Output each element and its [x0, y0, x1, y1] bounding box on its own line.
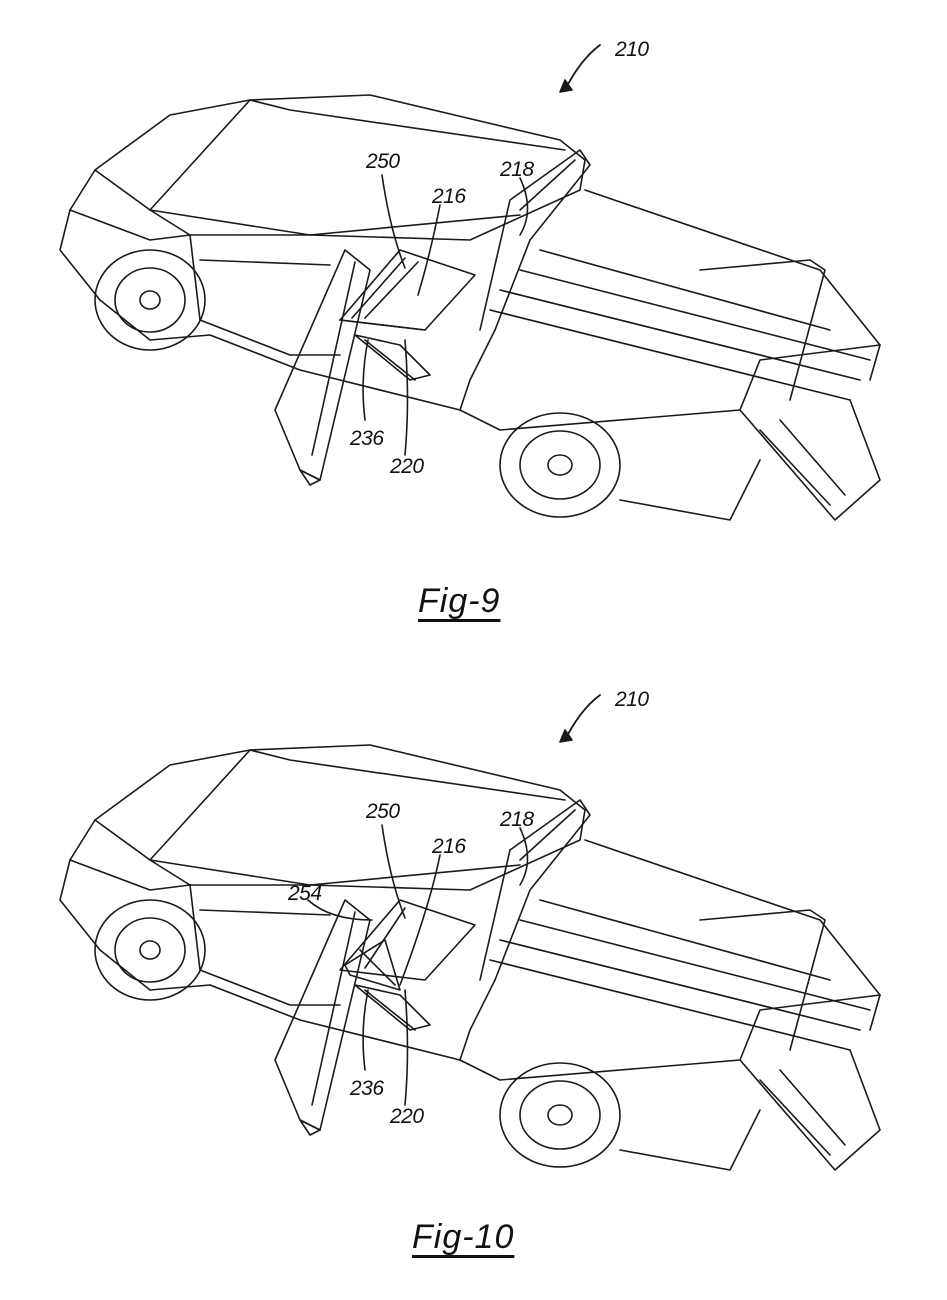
ref-label-roof: 218	[500, 808, 534, 831]
ref-label-step: 220	[390, 1105, 424, 1128]
ref-label-panel: 216	[432, 185, 466, 208]
ref-label-vehicle: 210	[615, 688, 649, 711]
ref-label-vehicle: 210	[615, 38, 649, 61]
truck-drawing-fig9	[59, 44, 881, 521]
figure-caption: Fig-9	[418, 582, 501, 620]
ref-label-hinge: 250	[366, 800, 400, 823]
ref-label-latch: 236	[350, 1077, 384, 1100]
ref-label-panel: 216	[432, 835, 466, 858]
figure-caption: Fig-10	[412, 1218, 515, 1256]
figure-10: 210 218 216 250 254 236 220 Fig-10	[0, 650, 947, 1300]
ref-label-hinge: 250	[366, 150, 400, 173]
truck-drawing-fig10	[59, 694, 881, 1171]
ref-label-latch: 236	[350, 427, 384, 450]
ref-label-strut: 254	[288, 882, 322, 905]
ref-label-step: 220	[390, 455, 424, 478]
ref-label-roof: 218	[500, 158, 534, 181]
figure-9: 210 218 216 250 236 220 Fig-9	[59, 38, 881, 620]
